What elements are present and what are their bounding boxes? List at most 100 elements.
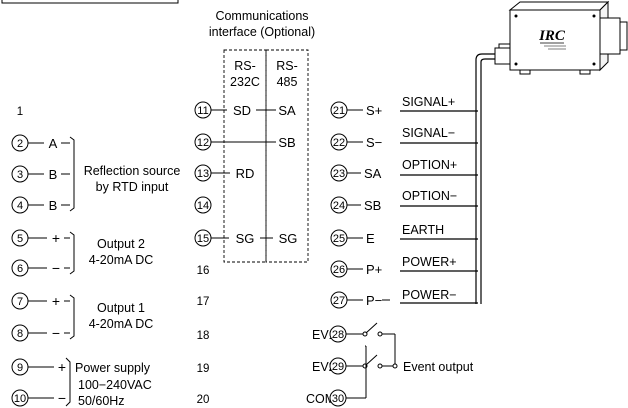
terminal-21-signal: S+ [366, 103, 382, 118]
svg-text:15: 15 [197, 233, 209, 245]
terminal-5: 5 + [11, 229, 70, 247]
terminal-21: 21 S+ SIGNAL+ [330, 95, 478, 119]
svg-text:3: 3 [17, 169, 23, 181]
svg-text:5: 5 [17, 233, 23, 245]
terminal-17-label: 17 [197, 296, 210, 308]
wire-label-power-minus: POWER− [402, 288, 457, 302]
terminal-30: COM 30 [306, 345, 367, 407]
wire-label-earth: EARTH [402, 223, 444, 237]
ev1-label: EV1 [312, 328, 336, 342]
svg-text:2: 2 [17, 138, 23, 150]
power-label-line2: 100−240VAC [78, 378, 152, 392]
rd-label: RD [236, 166, 255, 181]
sa-label: SA [278, 103, 296, 118]
ev2-label: EV2 [312, 360, 336, 374]
terminal-1-label: 1 [17, 106, 23, 118]
terminal-23: 23 SA OPTION+ [330, 158, 478, 182]
sb-label: SB [278, 135, 295, 150]
svg-text:21: 21 [333, 105, 345, 117]
svg-text:23: 23 [333, 168, 345, 180]
event-output-label: Event output [403, 360, 474, 374]
terminal-15: 15 SG SG [194, 229, 297, 247]
rs485-label-line2: 485 [277, 75, 298, 89]
terminal-7-signal: + [52, 293, 60, 309]
rs232c-label-line1: RS- [234, 59, 256, 73]
terminal-2-signal: A [49, 136, 58, 151]
svg-text:IRC: IRC [538, 28, 566, 44]
terminal-18-label: 18 [197, 330, 210, 342]
terminal-9: 9 + [11, 358, 66, 376]
terminal-25-signal: E [366, 231, 375, 246]
rs485-box [265, 49, 309, 263]
reflection-label-line2: by RTD input [96, 180, 169, 194]
wire-label-option-plus: OPTION+ [402, 158, 457, 172]
output1-label-line2: 4-20mA DC [89, 317, 154, 331]
terminal-22-signal: S− [366, 135, 382, 150]
svg-text:8: 8 [17, 328, 23, 340]
terminal-4-signal: B [49, 198, 58, 213]
svg-text:24: 24 [333, 200, 345, 212]
power-label-line1: Power supply [75, 361, 151, 375]
reflection-label-line1: Reflection source [84, 164, 181, 178]
rs485-label-line1: RS- [276, 59, 298, 73]
wire-label-option-minus: OPTION− [402, 189, 457, 203]
terminal-6: 6 − [11, 259, 70, 277]
wire-label-power-plus: POWER+ [402, 255, 457, 269]
terminal-22: 22 S− SIGNAL− [330, 126, 478, 151]
terminal-27-signal: P− [366, 293, 382, 308]
sg1-label: SG [236, 231, 255, 246]
terminal-10-signal: − [58, 390, 66, 406]
terminal-3-signal: B [49, 167, 58, 182]
svg-text:14: 14 [197, 200, 209, 212]
sd-label: SD [233, 103, 251, 118]
terminal-4: 4 B [11, 196, 70, 214]
svg-text:22: 22 [333, 137, 345, 149]
terminal-14: 14 [194, 196, 212, 214]
comm-title-line1: Communications [215, 9, 308, 23]
svg-text:4: 4 [17, 200, 23, 212]
terminal-3: 3 B [11, 165, 70, 183]
svg-text:11: 11 [197, 105, 208, 117]
svg-text:25: 25 [333, 233, 345, 245]
svg-text:6: 6 [17, 263, 23, 275]
terminal-16-label: 16 [197, 265, 210, 277]
terminal-25: 25 E EARTH [330, 223, 478, 247]
terminal-13: 13 RD [194, 164, 255, 182]
svg-text:10: 10 [14, 393, 26, 405]
terminal-19-label: 19 [197, 363, 210, 375]
terminal-23-signal: SA [364, 166, 382, 181]
terminal-26: 26 P+ POWER+ [330, 255, 478, 278]
ir-sensor-device [494, 0, 628, 75]
terminal-8-signal: − [52, 325, 60, 341]
wire-label-signal-plus: SIGNAL+ [402, 95, 455, 109]
terminal-28: EV1 28 [312, 322, 395, 343]
output2-label-line1: Output 2 [97, 237, 145, 251]
terminal-9-signal: + [58, 359, 66, 375]
terminal-2: 2 A [11, 134, 70, 152]
reflection-bracket [69, 136, 75, 212]
terminal-6-signal: − [52, 260, 60, 276]
svg-text:26: 26 [333, 264, 345, 276]
terminal-5-signal: + [52, 230, 60, 246]
svg-text:30: 30 [332, 393, 344, 405]
wire-label-signal-minus: SIGNAL− [402, 126, 455, 140]
terminal-24-signal: SB [364, 198, 381, 213]
svg-text:28: 28 [332, 329, 344, 341]
terminal-27: 27 P− POWER− [330, 288, 478, 309]
output2-label-line2: 4-20mA DC [89, 253, 154, 267]
terminal-10: 10 − [11, 389, 66, 407]
svg-text:12: 12 [197, 137, 209, 149]
terminal-12: 12 SB [194, 133, 296, 151]
terminal-8: 8 − [11, 324, 70, 342]
power-label-line3: 50/60Hz [78, 394, 125, 408]
terminal-29: EV2 29 [312, 354, 395, 375]
svg-text:9: 9 [17, 362, 23, 374]
output1-label-line1: Output 1 [97, 301, 145, 315]
sensor-cable [475, 53, 495, 304]
svg-text:7: 7 [17, 296, 23, 308]
svg-text:13: 13 [197, 168, 209, 180]
power-bracket [65, 357, 71, 407]
com-label: COM [306, 392, 335, 406]
brand-logo: IRC [538, 28, 566, 50]
